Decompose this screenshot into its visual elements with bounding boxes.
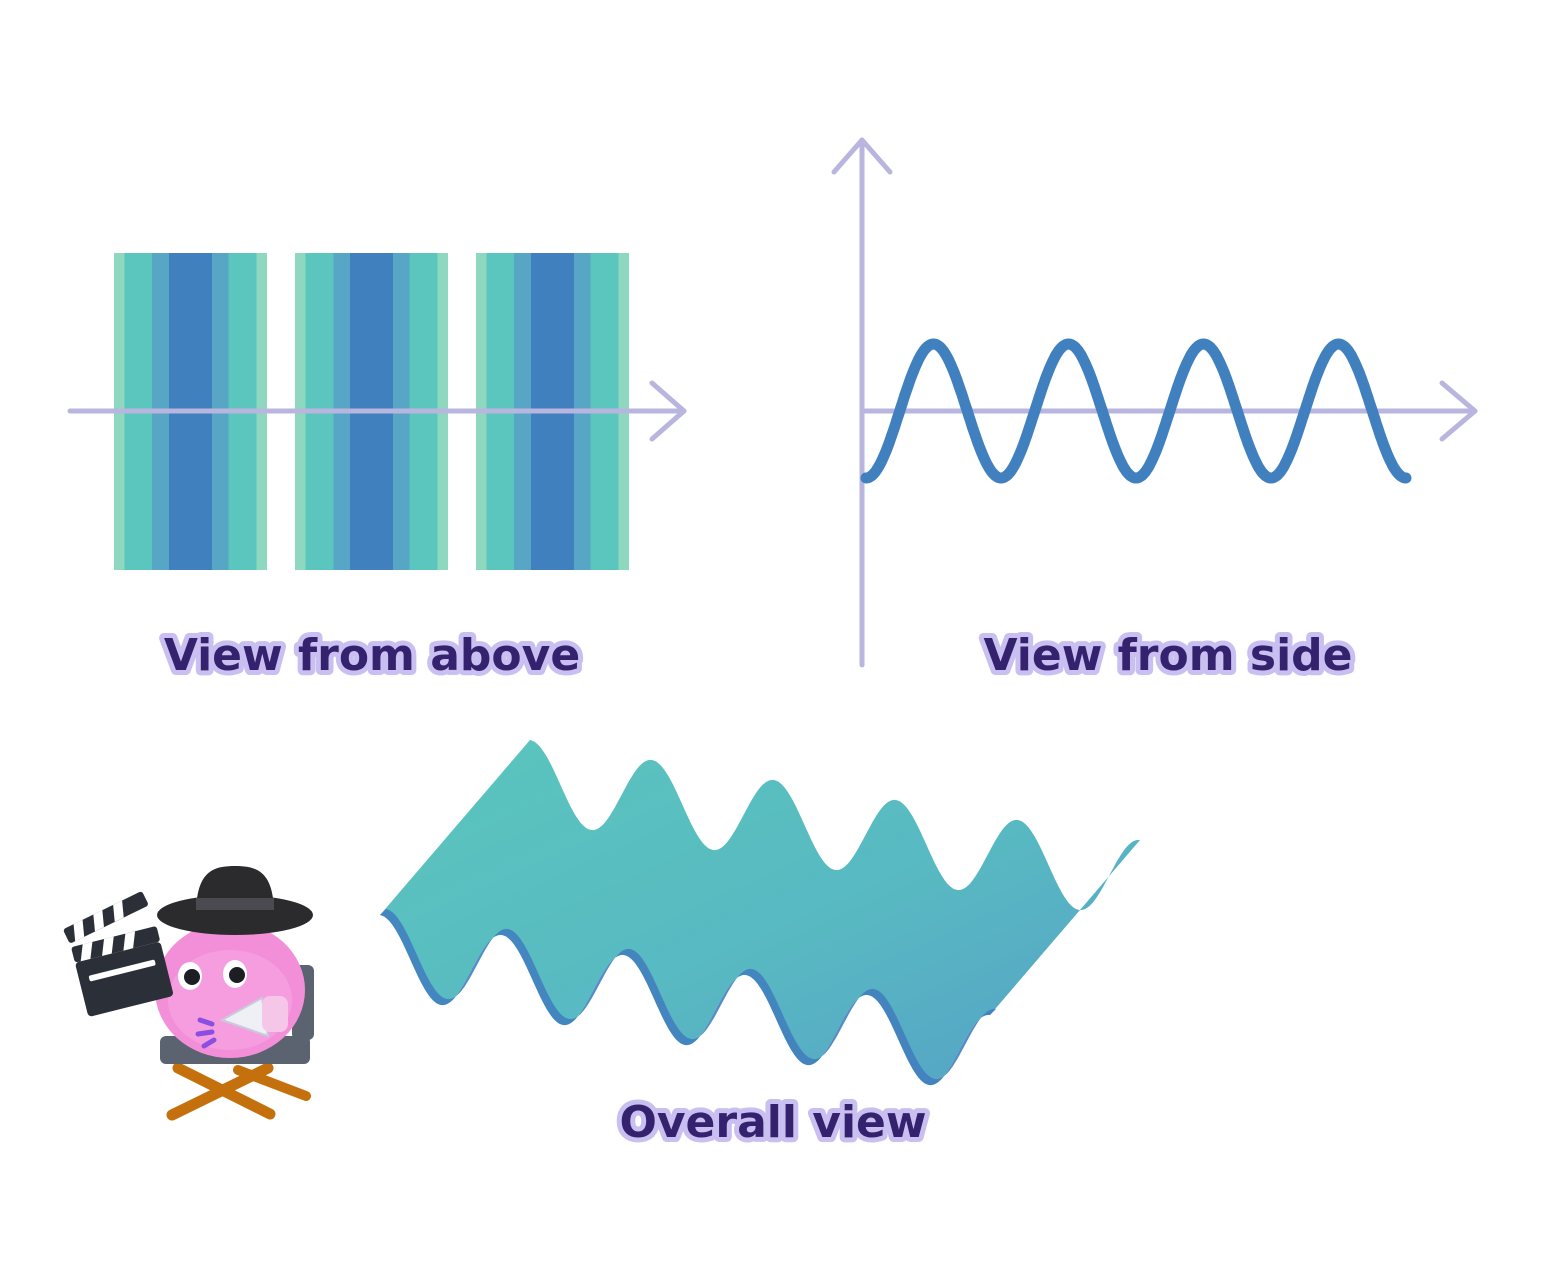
- side-view-y-axis-arrowhead: [831, 137, 893, 175]
- top-view-x-axis-arrowhead: [649, 380, 687, 442]
- megaphone-icon: [195, 996, 288, 1049]
- caption-view-from-side: View from side: [983, 630, 1352, 681]
- wave-surface-3d: [380, 740, 1140, 1086]
- top-view-panel: View from above: [67, 253, 687, 686]
- bowler-hat-icon: [157, 866, 313, 935]
- director-mascot-icon: [63, 866, 314, 1121]
- clapperboard-icon: [63, 891, 173, 1017]
- surface-view-panel: Overall view: [380, 740, 1140, 1153]
- side-view-panel: View from side: [831, 137, 1478, 686]
- caption-view-from-above: View from above: [164, 630, 580, 681]
- caption-overall-view: Overall view: [619, 1097, 926, 1148]
- side-view-wave-curve: [860, 338, 1412, 484]
- side-view-x-axis-arrowhead: [1439, 380, 1478, 442]
